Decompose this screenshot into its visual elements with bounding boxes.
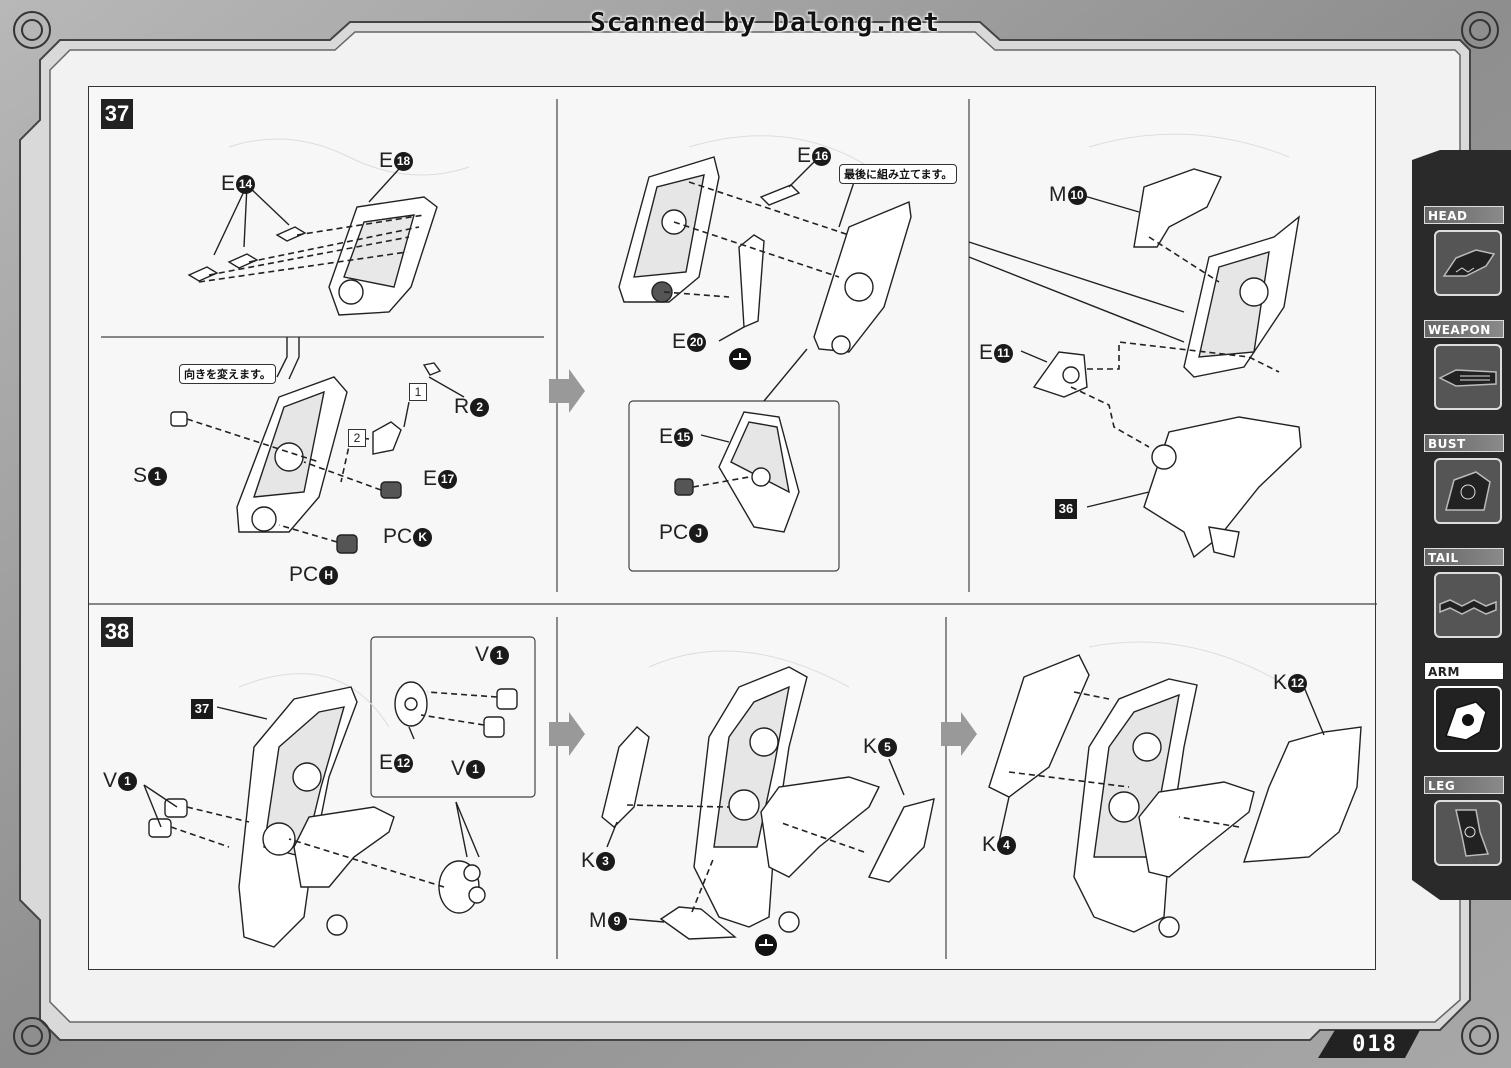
- page-number: 018: [1352, 1032, 1398, 1057]
- sub-step-1: 1: [409, 383, 427, 401]
- tab-bust[interactable]: BUST: [1420, 432, 1508, 538]
- bust-icon: [1434, 458, 1502, 524]
- tab-tail[interactable]: TAIL: [1420, 546, 1508, 652]
- weapon-icon: [1434, 344, 1502, 410]
- tab-label: TAIL: [1424, 548, 1504, 566]
- part-label: 36: [1055, 499, 1077, 519]
- tab-leg[interactable]: LEG: [1420, 774, 1508, 880]
- tab-head[interactable]: HEAD: [1420, 204, 1508, 310]
- tab-label: WEAPON: [1424, 320, 1504, 338]
- instruction-diagrams: [89, 99, 1377, 959]
- head-icon: [1434, 230, 1502, 296]
- note-assemble-last: 最後に組み立てます。: [839, 164, 958, 184]
- watermark-text: Scanned by Dalong.net: [590, 8, 940, 38]
- tab-label: LEG: [1424, 776, 1504, 794]
- tab-weapon[interactable]: WEAPON: [1420, 318, 1508, 424]
- tab-label: ARM: [1424, 662, 1504, 680]
- tail-icon: [1434, 572, 1502, 638]
- note-rotate: 向きを変えます。: [179, 364, 276, 384]
- part-label: 37: [191, 699, 213, 719]
- tab-label: HEAD: [1424, 206, 1504, 224]
- tab-arm[interactable]: ARM: [1420, 660, 1508, 766]
- step-number-37: 37: [101, 99, 133, 129]
- arm-icon: [1434, 686, 1502, 752]
- step-number-38: 38: [101, 617, 133, 647]
- tab-label: BUST: [1424, 434, 1504, 452]
- leg-icon: [1434, 800, 1502, 866]
- sub-step-2: 2: [348, 429, 366, 447]
